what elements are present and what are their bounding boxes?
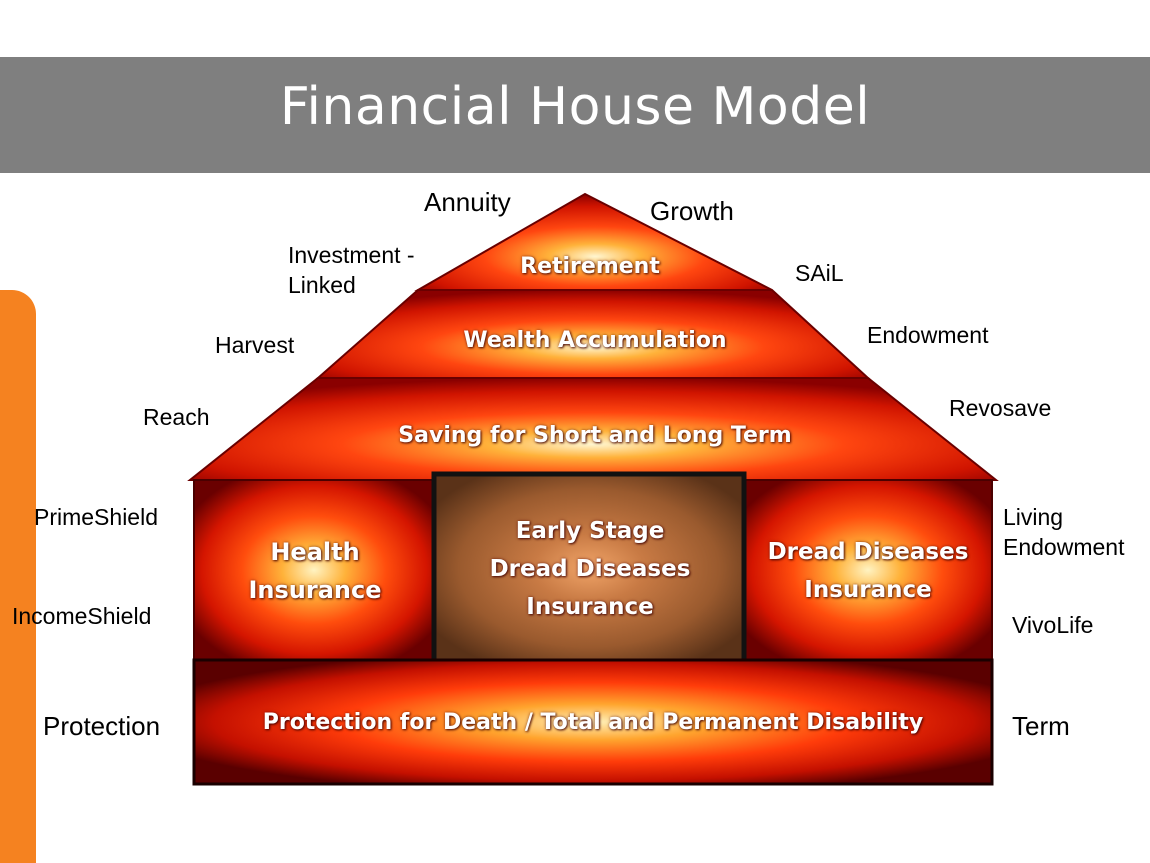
protection-death-label: Protection for Death / Total and Permane… [262,710,924,735]
vivolife-label: VivoLife [1012,612,1094,638]
revosave-label: Revosave [949,395,1052,421]
sail-label: SAiL [795,260,844,286]
room-early-stage [431,471,747,665]
orange-side-accent [0,290,36,863]
living-endowment-line-1: Living [1003,504,1064,530]
room-dread-diseases [743,479,993,661]
investment-linked-label: Investment - Linked [288,240,448,300]
wealth-accumulation-label: Wealth Accumulation [463,328,727,353]
early-stage-line-3: Insurance [526,594,654,620]
growth-label: Growth [650,196,734,226]
foundation-protection [192,658,994,786]
annuity-label: Annuity [424,187,511,217]
dread-diseases-line-2: Insurance [804,577,932,603]
incomeshield-label: IncomeShield [12,603,152,629]
living-endowment-label: Living Endowment [1003,502,1148,562]
investment-linked-line-1: Investment - [288,242,415,268]
endowment-label: Endowment [867,322,989,348]
health-insurance-line-1: Health [270,538,360,566]
living-endowment-line-2: Endowment [1003,534,1125,560]
dread-diseases-line-1: Dread Diseases [767,539,969,565]
slide-title: Financial House Model [279,77,871,137]
roof-tier-retirement [414,192,773,291]
early-stage-label: Early Stage Dread Diseases Insurance [440,512,740,626]
early-stage-line-2: Dread Diseases [489,556,691,582]
harvest-label: Harvest [215,332,295,358]
protection-label: Protection [43,711,161,741]
reach-label: Reach [143,404,210,430]
retirement-label: Retirement [520,254,660,279]
health-insurance-label: Health Insurance [200,533,430,609]
early-stage-line-1: Early Stage [515,518,665,544]
primeshield-label: PrimeShield [34,504,158,530]
investment-linked-line-2: Linked [288,272,356,298]
room-health-insurance [193,479,435,661]
term-label: Term [1012,711,1070,741]
saving-label: Saving for Short and Long Term [398,423,792,448]
dread-diseases-label: Dread Diseases Insurance [748,533,988,609]
health-insurance-line-2: Insurance [248,576,382,604]
title-bar: Financial House Model [0,57,1150,173]
